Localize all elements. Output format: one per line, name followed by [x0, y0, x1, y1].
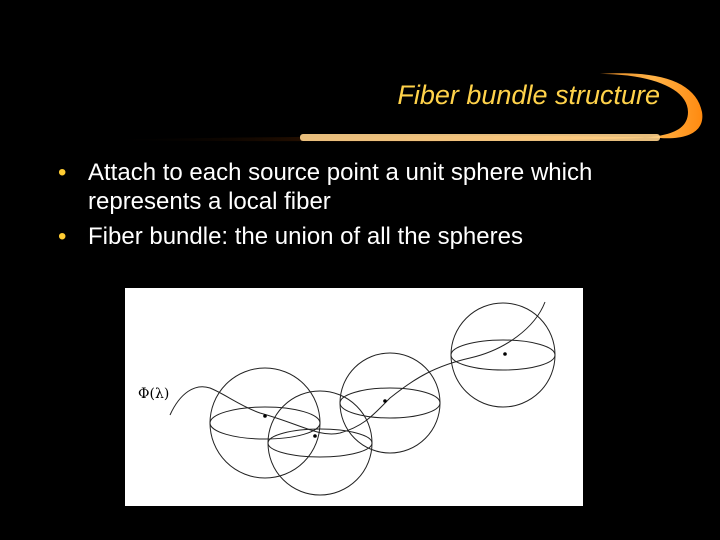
bullet-marker: •	[58, 223, 67, 250]
bullet-text: Fiber bundle: the union of all the spher…	[88, 223, 523, 250]
fiber-curve	[169, 301, 546, 435]
bullet-list: • Attach to each source point a unit sph…	[58, 158, 678, 257]
sphere-outline	[339, 352, 441, 454]
sphere-outline	[450, 302, 556, 408]
sphere-equator	[209, 406, 321, 440]
fiber-bundle-diagram	[169, 301, 556, 496]
sphere-equator	[450, 339, 556, 371]
source-point	[383, 399, 387, 403]
sphere-equator	[339, 387, 441, 419]
slide-title: Fiber bundle structure	[397, 80, 660, 110]
source-point	[503, 352, 507, 356]
fiber-bundle-figure: Φ(λ)	[125, 288, 583, 506]
bullet-text: Attach to each source point a unit spher…	[88, 159, 593, 215]
title-swoosh-decoration	[90, 73, 703, 142]
bullet-item: • Attach to each source point a unit sph…	[58, 158, 678, 216]
sphere-outline	[209, 367, 321, 479]
source-point	[263, 414, 267, 418]
source-point	[313, 434, 317, 438]
bullet-item: • Fiber bundle: the union of all the sph…	[58, 222, 678, 251]
sphere-outline	[267, 390, 373, 496]
phi-lambda-label: Φ(λ)	[138, 386, 170, 402]
bullet-marker: •	[58, 159, 67, 186]
sphere-equator	[267, 428, 373, 458]
